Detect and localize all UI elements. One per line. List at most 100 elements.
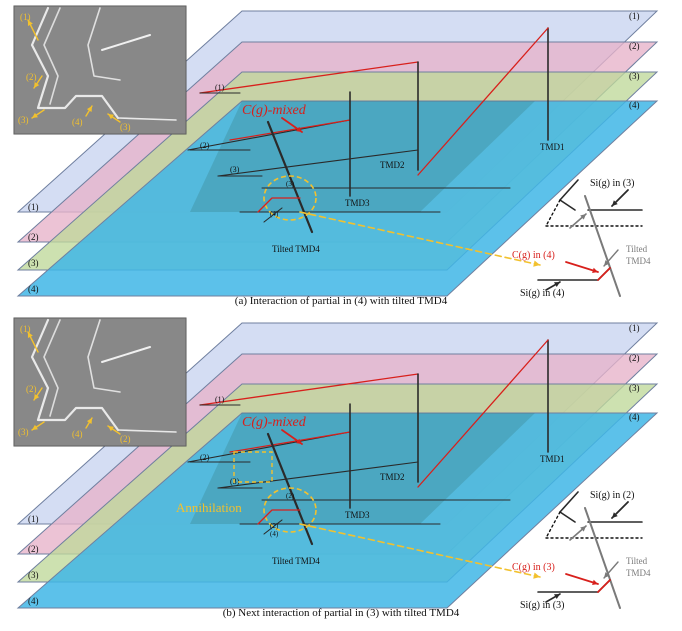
micrograph: (1)(2)(3)(4)(3)	[13, 5, 187, 135]
micrograph-label: (2)	[26, 384, 37, 394]
junction-red-partial	[257, 197, 301, 213]
inset-tilted-label: TMD4	[626, 256, 651, 266]
partial-2-red	[229, 119, 351, 141]
micrograph-image	[13, 5, 187, 135]
arrow-head	[108, 114, 114, 120]
layer-label-left: (2)	[28, 232, 39, 242]
inset-red-arrow	[565, 573, 599, 585]
micrograph-dislocation	[43, 7, 61, 105]
arrow-head	[108, 426, 114, 432]
partial-3	[217, 461, 419, 489]
micrograph-texture	[14, 6, 186, 134]
tmd2-label: TMD2	[380, 160, 405, 170]
arrow-head	[592, 267, 598, 274]
connector-dashed	[299, 211, 541, 266]
inset-bottom-label: Si(g) in (4)	[520, 288, 564, 299]
arrow-head	[533, 572, 540, 579]
layer-label-right: (1)	[629, 323, 640, 333]
inset-bottom-label: Si(g) in (3)	[520, 600, 564, 611]
arrow-head	[86, 418, 92, 424]
tmd1-label: TMD1	[540, 142, 565, 152]
plane-layer-4	[16, 412, 659, 609]
partial-1-label: (1)	[215, 83, 225, 92]
partial-1-red	[199, 373, 419, 406]
inset-dotted	[545, 511, 561, 539]
inset-top-label: Si(g) in (3)	[590, 178, 634, 189]
layer-label-right: (3)	[629, 71, 640, 81]
arrow-head	[296, 438, 302, 444]
micrograph-label: (1)	[20, 324, 31, 334]
inset-red-segment	[597, 267, 611, 281]
micrograph-label: (2)	[26, 72, 37, 82]
partial-3-label: (3)	[230, 165, 240, 174]
layer-label-left: (3)	[28, 258, 39, 268]
connector-dashed	[299, 523, 541, 578]
arrow-head	[296, 126, 302, 132]
annihilation-label: Annihilation	[176, 500, 242, 515]
junction-red-partial	[257, 509, 301, 525]
arrow-head	[34, 394, 40, 400]
inset-red-segment	[597, 579, 611, 593]
layer-label-right: (2)	[629, 353, 640, 363]
partial-2-label: (2)	[200, 141, 210, 150]
junction-label: (2)	[286, 492, 295, 500]
micrograph-label: (4)	[72, 429, 83, 439]
micrograph-texture	[14, 318, 186, 446]
arrow-head	[32, 112, 38, 118]
plane-layer-4	[16, 100, 659, 297]
arrow-head	[27, 20, 33, 26]
partial-2-label: (2)	[200, 453, 210, 462]
arrow-head	[592, 579, 598, 586]
layer-label-left: (1)	[28, 514, 39, 524]
annihilation-box	[233, 451, 273, 483]
partial-1-label: (1)	[215, 395, 225, 404]
layer-label-left: (1)	[28, 202, 39, 212]
inset-red-label: C(g) in (4)	[512, 250, 555, 261]
micrograph: (1)(2)(3)(4)(2)	[13, 317, 187, 447]
micrograph-dislocation	[87, 7, 121, 81]
tilted-tmd4-label: Tilted TMD4	[272, 556, 320, 566]
layer-label-left: (4)	[28, 284, 39, 294]
micrograph-label: (4)	[72, 117, 83, 127]
junction-label: (3)	[286, 180, 295, 188]
arrow-head	[86, 106, 92, 112]
micrograph-dislocation	[101, 346, 151, 363]
layer-label-right: (2)	[629, 41, 640, 51]
layer-label-right: (4)	[629, 100, 640, 110]
arrow-head	[612, 512, 618, 518]
tmd2-label: TMD2	[380, 472, 405, 482]
inset-tilted-label: TMD4	[626, 568, 651, 578]
micrograph-dislocation	[117, 117, 177, 121]
arrow-head	[34, 82, 40, 88]
red-link-to-tmd1	[417, 27, 549, 176]
layer-label-left: (3)	[28, 570, 39, 580]
partial-2-red	[229, 431, 351, 453]
arrow-head	[604, 572, 610, 578]
arrow-head	[32, 424, 38, 430]
inset-red-label: C(g) in (3)	[512, 562, 555, 573]
arrow-head	[27, 332, 33, 338]
micrograph-dislocation	[87, 319, 121, 393]
mixed-label: C(g)-mixed	[242, 415, 307, 430]
inset-tilted-label: Tilted	[626, 556, 648, 566]
layer-label-right: (4)	[629, 412, 640, 422]
junction-label: (4)	[270, 210, 279, 218]
partial-1-red	[199, 61, 419, 94]
junction-partial	[263, 519, 283, 535]
inset-red-arrow	[565, 261, 599, 273]
panel-b: (1)(2)(3)(4)(1)(2)(3)(4)(1)(2)(3)(4)(2)T…	[13, 317, 659, 619]
micrograph-label: (1)	[20, 12, 31, 22]
micrograph-image	[13, 317, 187, 447]
plane-overlap-shade	[190, 413, 535, 524]
layer-label-left: (4)	[28, 596, 39, 606]
junction-label: (2)	[270, 522, 279, 530]
inset-top-label: Si(g) in (2)	[590, 490, 634, 501]
inset-tilted-tmd4	[584, 507, 621, 609]
arrow-head	[554, 594, 560, 600]
inset-dotted	[545, 199, 561, 227]
layer-label-left: (2)	[28, 544, 39, 554]
panel-caption: (a) Interaction of partial in (4) with t…	[235, 295, 448, 307]
